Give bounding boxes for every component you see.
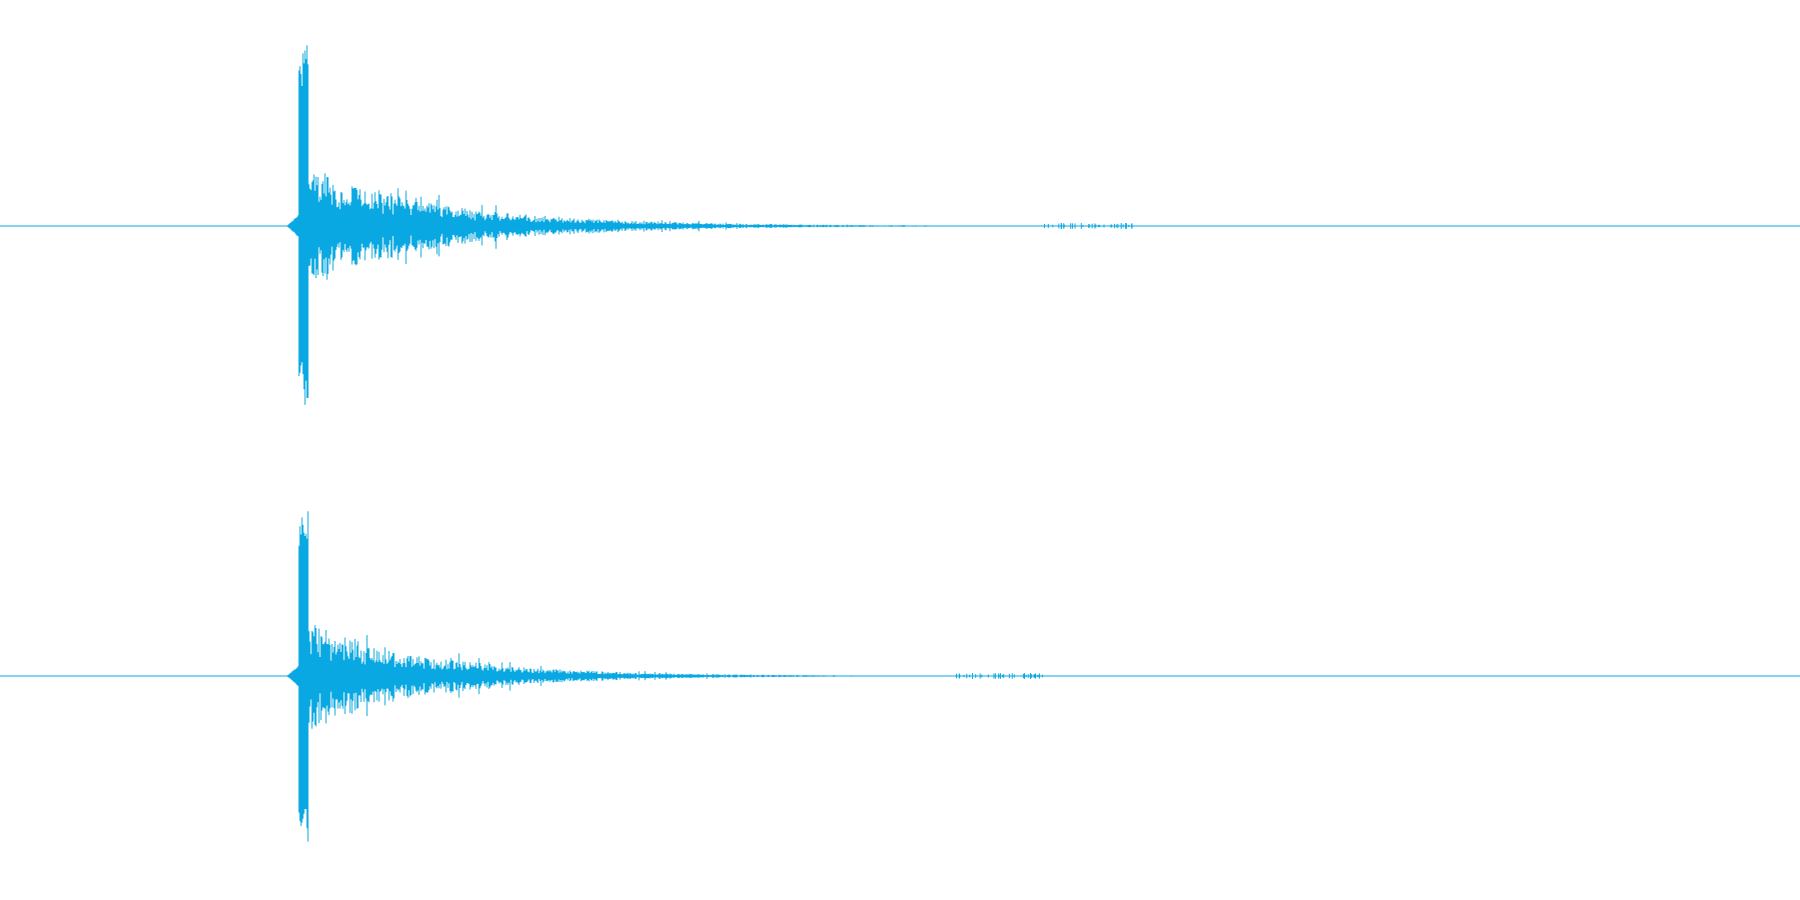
channel-2-samples bbox=[287, 511, 1044, 842]
channel-1-waveform[interactable] bbox=[0, 45, 1800, 405]
channel-1-samples bbox=[287, 45, 1133, 405]
channel-2-waveform[interactable] bbox=[0, 511, 1800, 842]
